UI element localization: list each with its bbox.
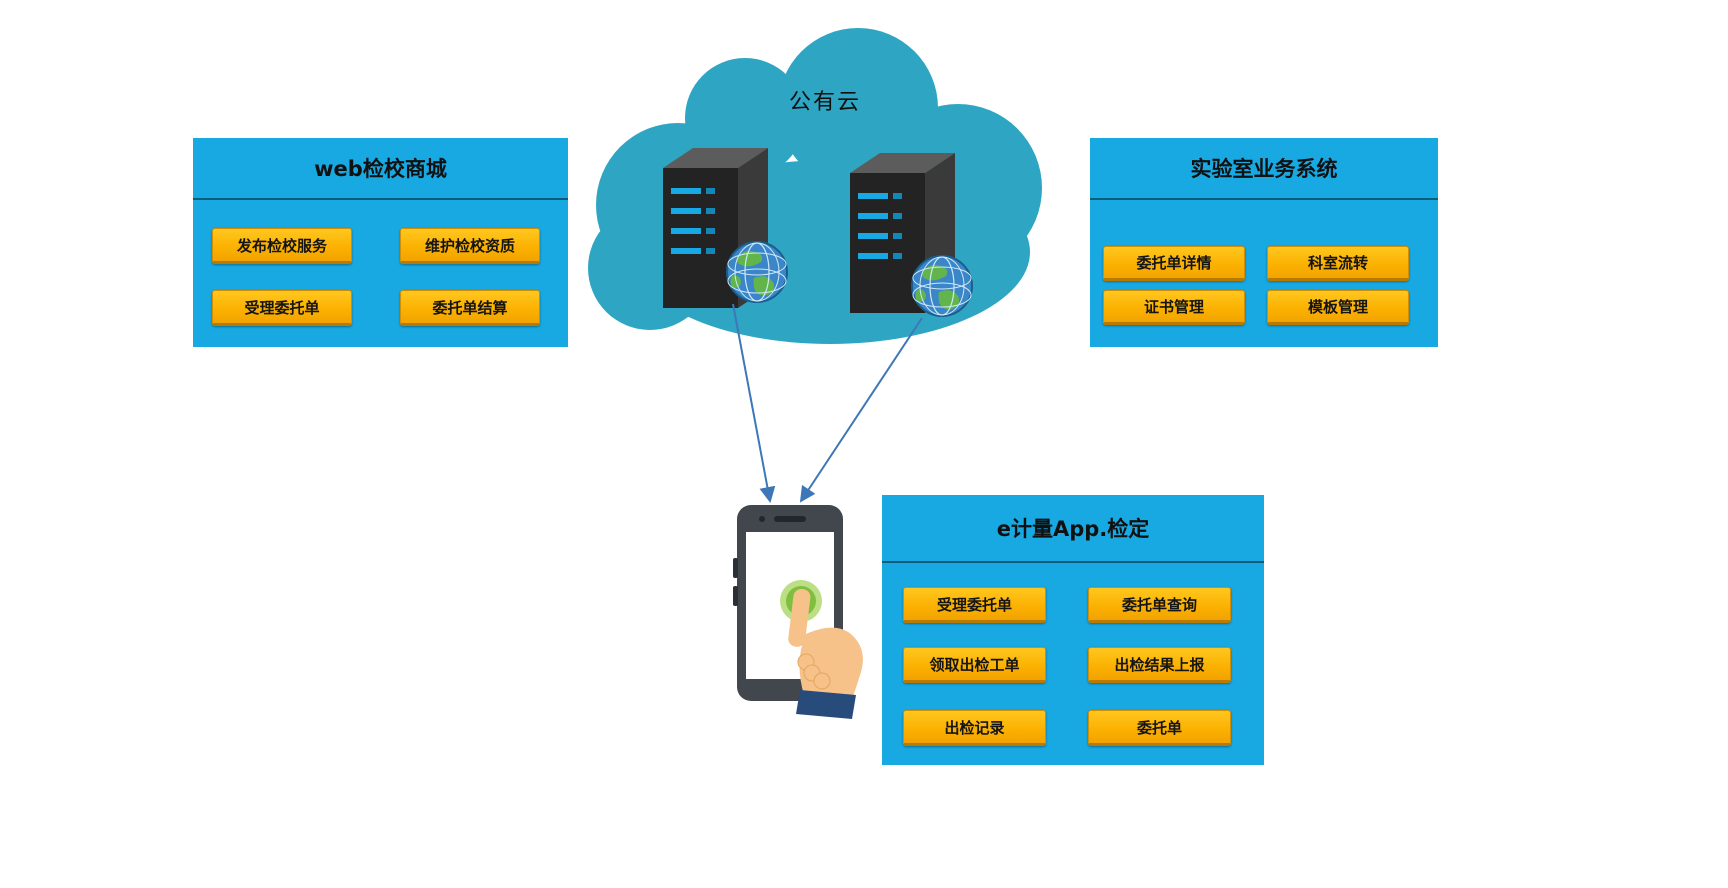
panel-web-mall: web检校商城 发布检校服务 维护检校资质 受理委托单 委托单结算 (193, 138, 568, 347)
button-maintain-qualification[interactable]: 维护检校资质 (400, 228, 540, 264)
arrow-right-server-to-phone (799, 317, 923, 503)
panel-lab-system-title: 实验室业务系统 (1090, 138, 1438, 200)
button-accept-order[interactable]: 受理委托单 (212, 290, 352, 326)
hand-touch-icon (788, 588, 863, 719)
panel-lab-system: 实验室业务系统 委托单详情 科室流转 证书管理 模板管理 (1090, 138, 1438, 347)
arrow-left-server-to-phone (732, 303, 776, 503)
button-app-order[interactable]: 委托单 (1088, 710, 1231, 746)
panel-app-title: e计量App.检定 (882, 495, 1264, 563)
button-app-inspection-record[interactable]: 出检记录 (903, 710, 1046, 746)
button-order-detail[interactable]: 委托单详情 (1103, 246, 1245, 281)
button-order-settlement[interactable]: 委托单结算 (400, 290, 540, 326)
connectors (732, 303, 923, 503)
button-app-result-report[interactable]: 出检结果上报 (1088, 647, 1231, 683)
button-department-flow[interactable]: 科室流转 (1267, 246, 1409, 281)
button-certificate-management[interactable]: 证书管理 (1103, 290, 1245, 325)
panel-web-mall-title: web检校商城 (193, 138, 568, 200)
button-app-accept-order[interactable]: 受理委托单 (903, 587, 1046, 623)
button-publish-service[interactable]: 发布检校服务 (212, 228, 352, 264)
button-app-order-query[interactable]: 委托单查询 (1088, 587, 1231, 623)
button-template-management[interactable]: 模板管理 (1267, 290, 1409, 325)
cloud-label: 公有云 (788, 90, 861, 115)
public-cloud-shape (588, 28, 1042, 344)
button-app-claim-worksheet[interactable]: 领取出检工单 (903, 647, 1046, 683)
panel-app: e计量App.检定 受理委托单 委托单查询 领取出检工单 出检结果上报 出检记录… (882, 495, 1264, 765)
